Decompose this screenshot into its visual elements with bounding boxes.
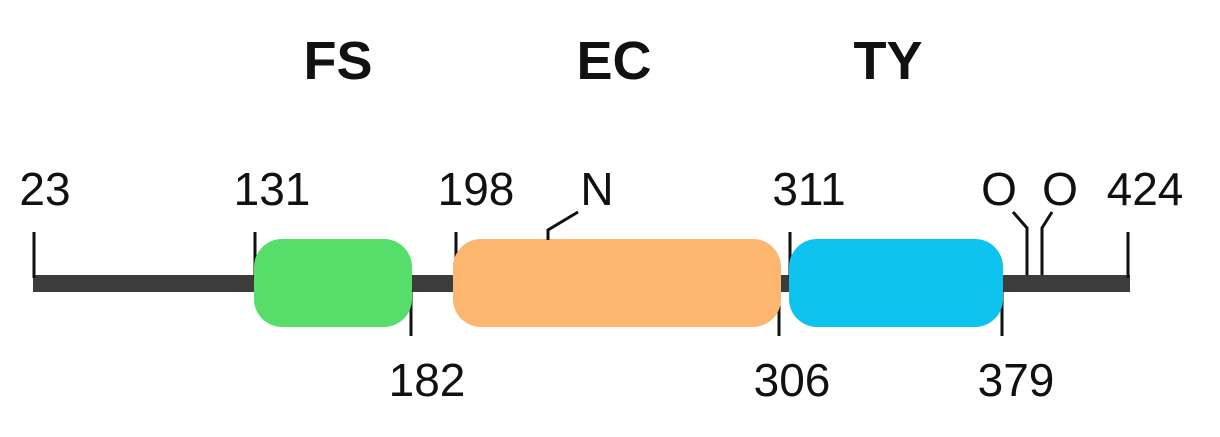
o-site-marker-1 (1011, 211, 1029, 275)
position-label-ty-start: 311 (772, 163, 845, 215)
position-label-end: 424 (1107, 163, 1184, 215)
o-site-label-2: O (1042, 163, 1078, 215)
position-label-ec-start: 198 (438, 163, 515, 215)
position-label-ec-end: 306 (754, 354, 831, 406)
n-site-marker (546, 210, 579, 240)
position-label-fs-start: 131 (234, 163, 311, 215)
domain-fs-label: FS (303, 31, 372, 91)
o-site-marker-2 (1040, 211, 1054, 275)
domain-ty-label: TY (853, 31, 922, 91)
o-site-label-1: O (981, 163, 1017, 215)
domain-ec-box (453, 239, 781, 327)
position-label-fs-end: 182 (389, 354, 466, 406)
domain-ty-box (789, 239, 1003, 327)
n-site-label: N (580, 163, 613, 215)
position-label-start: 23 (19, 163, 70, 215)
domain-ec-label: EC (576, 31, 651, 91)
position-label-ty-end: 379 (978, 354, 1055, 406)
domain-fs-box (254, 239, 412, 327)
